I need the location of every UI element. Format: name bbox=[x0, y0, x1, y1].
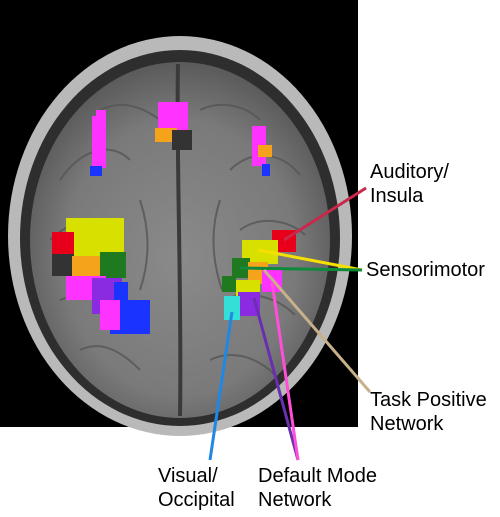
visual-line bbox=[208, 311, 234, 461]
rp-cyan-region bbox=[224, 296, 240, 320]
right-frontal-blob bbox=[252, 126, 272, 176]
label-sensorimotor: Sensorimotor bbox=[366, 259, 485, 281]
task-positive-line bbox=[262, 269, 372, 393]
m2-region bbox=[155, 128, 177, 142]
m1-region bbox=[158, 102, 188, 132]
lp-gray-region bbox=[52, 254, 74, 276]
lp-red-region bbox=[52, 232, 74, 258]
label-task-positive-network: Task Positive Network bbox=[370, 389, 487, 435]
left-parietal-cluster bbox=[52, 218, 150, 334]
left-frontal-blob bbox=[90, 110, 106, 176]
sensorimotor-green-line bbox=[239, 266, 363, 272]
b3-region bbox=[90, 166, 102, 176]
dmn-magenta-line bbox=[270, 281, 300, 461]
r2-region bbox=[258, 145, 272, 157]
rp-green2-region bbox=[222, 276, 236, 292]
callout-lines bbox=[208, 186, 372, 461]
lp-green-region bbox=[100, 252, 126, 278]
m3-region bbox=[172, 130, 192, 150]
b2-region bbox=[96, 110, 106, 120]
r3-region bbox=[262, 164, 270, 176]
label-auditory-insula: Auditory/ Insula bbox=[370, 161, 449, 207]
dmn-purple-line bbox=[252, 297, 300, 461]
auditory-line bbox=[283, 186, 367, 242]
label-default-mode-network: Default Mode Network bbox=[258, 465, 377, 511]
medial-frontal-blob bbox=[155, 102, 192, 150]
sensorimotor-yellow-line bbox=[257, 248, 363, 272]
lp-magenta2-region bbox=[100, 300, 120, 330]
lp-blue1-region bbox=[114, 282, 128, 302]
midline-fissure bbox=[175, 63, 183, 417]
b1-region bbox=[92, 116, 106, 168]
label-visual-occipital: Visual/ Occipital bbox=[158, 465, 235, 511]
